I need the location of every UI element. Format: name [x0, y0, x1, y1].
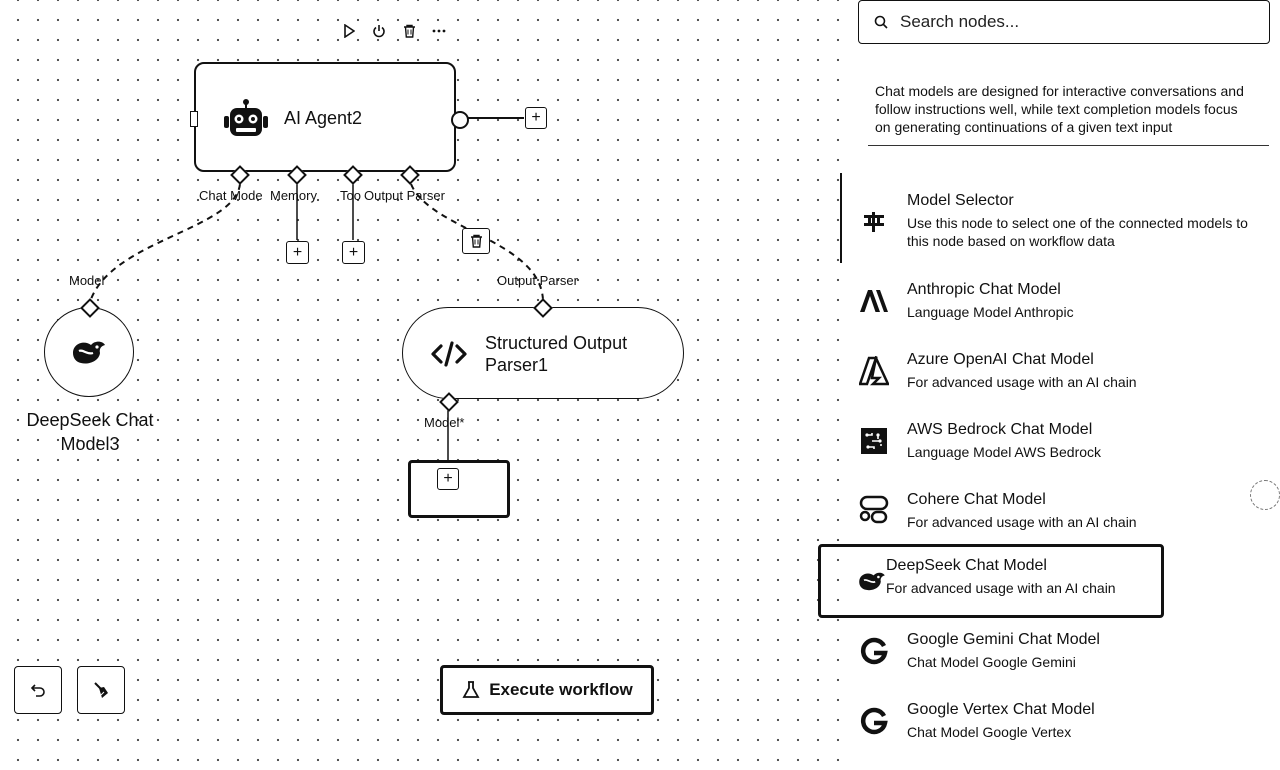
add-node-button[interactable]: +: [525, 107, 547, 129]
undo-icon: [30, 684, 45, 697]
broom-icon: [94, 682, 108, 698]
handle-label-memory: Memory: [270, 188, 317, 203]
divider: [868, 145, 1269, 146]
model-selector-icon: [856, 204, 892, 240]
search-box[interactable]: [858, 0, 1270, 44]
item-title: Model Selector: [907, 192, 1014, 209]
selection-indicator: [840, 173, 842, 263]
structured-output-parser-node[interactable]: Structured Output Parser1: [402, 307, 684, 399]
google-vertex-icon: [856, 703, 892, 739]
item-subtitle: Language Model Anthropic: [907, 304, 1074, 320]
input-handle[interactable]: [190, 111, 198, 127]
category-description: Chat models are designed for interactive…: [875, 83, 1244, 135]
undo-button[interactable]: [14, 666, 62, 714]
item-title: Google Gemini Chat Model: [907, 631, 1100, 648]
more-icon[interactable]: [430, 22, 448, 40]
handle-label-output-parser: Output Parser: [364, 188, 445, 203]
add-model-button[interactable]: +: [437, 468, 459, 490]
item-title: Azure OpenAI Chat Model: [907, 351, 1094, 368]
ai-agent-node[interactable]: AI Agent2: [190, 62, 469, 172]
clear-canvas-button[interactable]: [77, 666, 125, 714]
item-subtitle: Language Model AWS Bedrock: [907, 444, 1102, 460]
play-icon[interactable]: [340, 22, 358, 40]
robot-icon: [224, 98, 268, 143]
node-title: AI Agent2: [284, 108, 363, 128]
deepseek-node-caption: DeepSeek Chat Model3: [10, 408, 170, 456]
code-icon: [431, 340, 467, 373]
node-item-cohere[interactable]: Cohere Chat Model For advanced usage wit…: [854, 491, 1174, 559]
node-item-google-gemini[interactable]: Google Gemini Chat Model Chat Model Goog…: [854, 631, 1174, 699]
handle-label-tool: Too: [340, 188, 361, 203]
node-title: Structured Output Parser1: [485, 332, 665, 376]
item-subtitle: Use this node to select one of the conne…: [907, 215, 1248, 249]
item-title: Cohere Chat Model: [907, 491, 1046, 508]
item-subtitle: Chat Model Google Gemini: [907, 654, 1076, 670]
item-subtitle: For advanced usage with an AI chain: [907, 374, 1137, 390]
workflow-canvas[interactable]: AI Agent2 + Chat Mode Memory Too Output …: [0, 0, 840, 770]
deepseek-chat-model-node[interactable]: [44, 307, 134, 397]
anthropic-icon: [856, 283, 892, 319]
flask-icon: [462, 681, 480, 698]
item-title: DeepSeek Chat Model: [886, 557, 1047, 574]
node-item-azure-openai[interactable]: Azure OpenAI Chat Model For advanced usa…: [854, 351, 1174, 419]
cohere-icon: [856, 493, 892, 529]
node-item-google-vertex[interactable]: Google Vertex Chat Model Chat Model Goog…: [854, 701, 1174, 769]
add-tool-button[interactable]: +: [342, 241, 365, 264]
add-model-highlight: [408, 460, 510, 518]
title-line-2: Parser1: [485, 355, 549, 375]
item-title: Anthropic Chat Model: [907, 281, 1061, 298]
node-item-aws-bedrock[interactable]: AWS Bedrock Chat Model Language Model AW…: [854, 421, 1174, 489]
search-input[interactable]: [898, 11, 1242, 33]
execute-workflow-button[interactable]: Execute workflow: [440, 665, 654, 715]
aws-bedrock-icon: [856, 423, 892, 459]
handle-label-model: Model: [69, 273, 105, 288]
execute-workflow-label: Execute workflow: [489, 680, 633, 699]
node-item-deepseek[interactable]: DeepSeek Chat Model For advanced usage w…: [818, 544, 1164, 618]
node-item-anthropic[interactable]: Anthropic Chat Model Language Model Anth…: [854, 281, 1174, 349]
item-title: AWS Bedrock Chat Model: [907, 421, 1093, 438]
caption-line-2: Model3: [60, 434, 120, 454]
google-gemini-icon: [856, 633, 892, 669]
azure-icon: [856, 353, 892, 389]
handle-label-model-required: Model*: [424, 415, 465, 430]
power-icon[interactable]: [370, 22, 388, 40]
caption-line-1: DeepSeek Chat: [26, 410, 154, 430]
output-handle[interactable]: [451, 111, 469, 129]
item-subtitle: Chat Model Google Vertex: [907, 724, 1072, 740]
item-title: Google Vertex Chat Model: [907, 701, 1095, 718]
search-icon: [874, 15, 888, 29]
trash-icon[interactable]: [400, 22, 418, 40]
deepseek-icon: [73, 341, 105, 364]
delete-connection-button[interactable]: [462, 228, 490, 254]
deepseek-icon: [854, 563, 890, 599]
panel-handle-icon[interactable]: [1250, 480, 1280, 510]
handle-label-chat-model: Chat Mode: [199, 188, 263, 203]
node-creator-panel: Chat models are designed for interactive…: [818, 0, 1280, 770]
handle-label-output-parser-input: Output Parser: [497, 273, 578, 288]
title-line-1: Structured Output: [485, 333, 628, 353]
node-toolbar: [340, 22, 448, 40]
node-item-model-selector[interactable]: Model Selector Use this node to select o…: [854, 192, 1248, 260]
add-memory-button[interactable]: +: [286, 241, 309, 264]
item-subtitle: For advanced usage with an AI chain: [907, 514, 1137, 530]
item-subtitle: For advanced usage with an AI chain: [886, 580, 1116, 596]
